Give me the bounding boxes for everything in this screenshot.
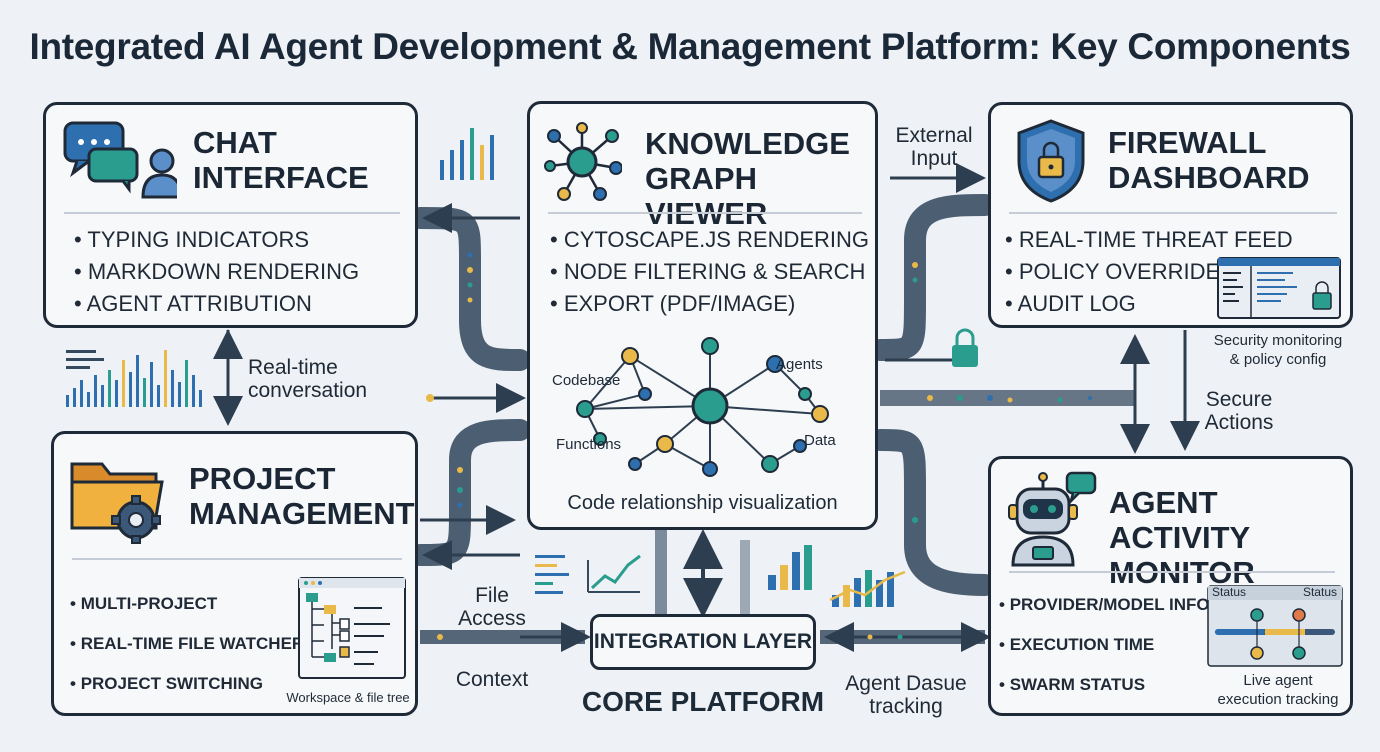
pipe-chat-to-knowledge [409,207,531,371]
shield-lock-icon [1013,117,1089,205]
project-feature-item: • PROJECT SWITCHING [70,674,263,693]
flow-label-realtime-l1: Real-time [248,356,338,379]
graph-label-functions: Functions [556,436,622,453]
status-timeline-panel: Status Status [1207,585,1343,667]
graph-network-icon [542,122,622,202]
firewall-feature-item: • AUDIT LOG [1005,291,1136,316]
agent-feature-item: • PROVIDER/MODEL INFO [999,595,1210,614]
file-tree-thumbnail [298,577,406,681]
chat-bubbles-icon [59,119,177,199]
chat-feature-item: • AGENT ATTRIBUTION [74,291,312,316]
chat-divider [64,212,400,214]
agent-title-line1: AGENT ACTIVITY [1109,485,1251,555]
chat-title-line2: INTERFACE [193,160,369,195]
page-title: Integrated AI Agent Development & Manage… [29,26,1351,67]
padlock-decor [952,328,978,367]
flow-label-secure-l1: Secure [1205,388,1273,411]
folder-gear-icon [68,448,168,544]
decor-trend-chart [587,554,641,593]
integration-layer-box: INTEGRATION LAYER [590,614,816,670]
graph-label-codebase: Codebase [552,372,621,389]
security-dashboard-thumbnail [1217,257,1341,319]
firewall-title-line2: DASHBOARD [1108,160,1310,195]
firewall-title-line1: FIREWALL [1108,125,1267,160]
knowledge-graph-card: KNOWLEDGE GRAPH VIEWER • CYTOSCAPE.JS RE… [527,101,878,530]
flow-label-file-l1: File [475,584,509,607]
firewall-caption-line2: & policy config [1229,351,1327,368]
knowledge-caption: Code relationship visualization [567,492,838,514]
pipe-project-to-knowledge [409,419,531,566]
pipe-knowledge-to-agent [869,429,996,596]
flow-label-agent-l1: Agent Dasue [845,672,967,695]
firewall-feature-item: • POLICY OVERRIDES [1005,259,1235,284]
flow-label-external-l1: External [895,124,973,147]
graph-label-data: Data [804,432,836,449]
agent-activity-card: AGENT ACTIVITY MONITOR • PROVIDER/MODEL … [988,456,1353,716]
knowledge-title-line2: GRAPH VIEWER [645,161,768,231]
knowledge-title-line1: KNOWLEDGE [645,126,850,161]
firewall-dashboard-card: FIREWALL DASHBOARD • REAL-TIME THREAT FE… [988,102,1353,368]
firewall-caption-line1: Security monitoring [1213,332,1343,349]
project-divider [72,558,402,560]
chat-interface-card: CHAT INTERFACE • TYPING INDICATORS • MAR… [43,102,418,328]
status-label-left: Status [1212,585,1247,599]
firewall-feature-item: • REAL-TIME THREAT FEED [1005,227,1293,252]
graph-label-agents: Agents [776,356,823,373]
agent-feature-item: • EXECUTION TIME [999,635,1155,654]
project-management-card: PROJECT MANAGEMENT • MULTI-PROJECT • REA… [51,431,418,716]
knowledge-feature-item: • CYTOSCAPE.JS RENDERING [550,227,870,252]
project-title-line1: PROJECT [189,461,336,496]
decor-bars-left [66,350,202,407]
knowledge-feature-item: • EXPORT (PDF/IMAGE) [550,291,796,316]
agent-caption-line1: Live agent [1243,672,1313,689]
project-feature-item: • MULTI-PROJECT [70,594,218,613]
pipe-knowledge-to-firewall [869,194,996,361]
chat-feature-item: • TYPING INDICATORS [74,227,310,252]
knowledge-feature-item: • NODE FILTERING & SEARCH [550,259,866,284]
decor-lines-bottom [535,555,569,594]
robot-icon [1003,467,1099,567]
flow-label-context: Context [455,668,529,691]
core-platform-title: CORE PLATFORM [581,686,825,717]
decor-bars-top [440,128,494,180]
project-caption: Workspace & file tree [286,690,410,705]
flow-label-external-l2: Input [910,147,958,170]
agent-caption-line2: execution tracking [1217,691,1339,708]
project-feature-item: • REAL-TIME FILE WATCHER [70,634,305,653]
flow-label-file-l2: Access [458,607,526,630]
knowledge-divider [548,212,862,214]
status-label-right: Status [1302,585,1337,599]
flow-label-secure-l2: Actions [1204,411,1274,434]
chat-feature-item: • MARKDOWN RENDERING [74,259,360,284]
flow-label-realtime-l2: conversation [248,379,368,402]
firewall-divider [1009,212,1337,214]
project-title-line2: MANAGEMENT [189,496,415,531]
decor-bars-right [768,545,906,607]
agent-divider [1009,571,1335,573]
agent-feature-item: • SWARM STATUS [999,675,1146,694]
chat-title-line1: CHAT [193,125,277,160]
code-graph-illustration [550,334,860,479]
flow-label-agent-l2: tracking [869,695,943,718]
